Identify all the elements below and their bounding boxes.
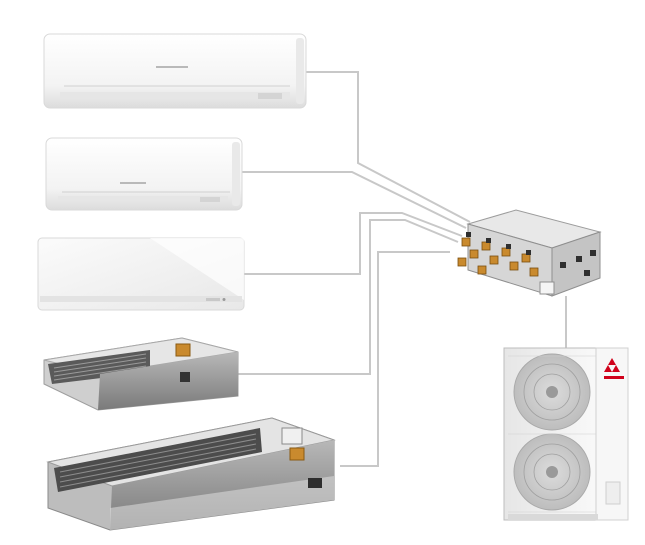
brand-label-icon (156, 66, 188, 68)
pipe-ducted-slim (238, 219, 459, 375)
brand-label-icon (120, 182, 146, 184)
wall-mount-large-unit (43, 33, 307, 109)
pipe-wall-mount-flat (243, 212, 463, 275)
wall-mount-flat-unit (37, 237, 245, 311)
wall-mount-medium-unit (45, 137, 243, 211)
outdoor-unit (503, 347, 629, 521)
pipe-ducted-large (340, 251, 450, 467)
fan-bottom (513, 433, 591, 511)
fan-top (513, 353, 591, 431)
pipe-wall-mount-medium (240, 171, 467, 229)
ducted-slim-unit (43, 337, 239, 411)
branch-box-unit (457, 209, 602, 297)
brass-ports (457, 237, 539, 277)
pipe-wall-mount-large (305, 71, 471, 223)
ducted-large-unit (46, 417, 336, 531)
refrigerant-pipes (238, 71, 567, 467)
brand-logo-icon (604, 358, 620, 372)
